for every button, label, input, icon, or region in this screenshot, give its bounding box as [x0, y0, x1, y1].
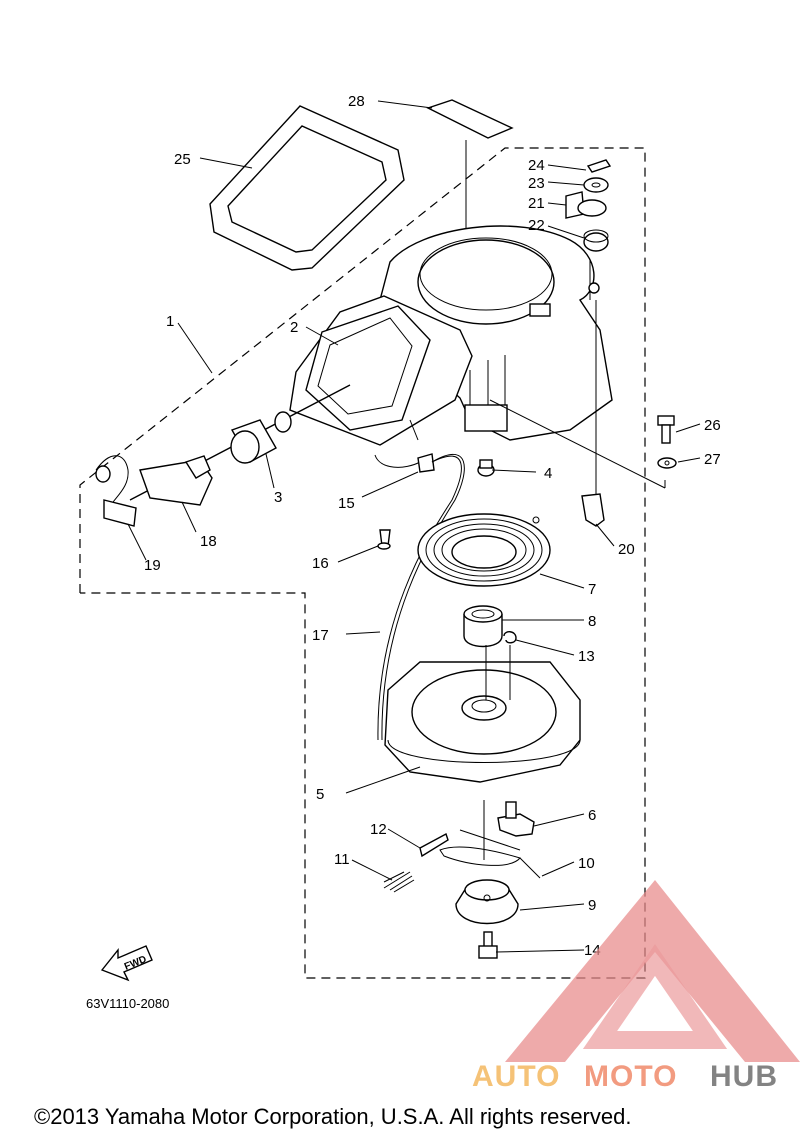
part-label-15: 15: [338, 495, 355, 512]
part-20-bracket: [489, 300, 666, 527]
part-label-25: 25: [174, 151, 191, 168]
part-label-28: 28: [348, 93, 365, 110]
part-label-13: 13: [578, 648, 595, 665]
leader-lines: [127, 100, 701, 953]
part-25-seal: [209, 105, 405, 271]
part-label-1: 1: [166, 313, 174, 330]
part-8-bushing: [463, 605, 517, 648]
parts-9-14: [455, 879, 519, 959]
part-label-18: 18: [200, 533, 217, 550]
watermark-auto: AUTO: [472, 1060, 560, 1093]
part-label-16: 16: [312, 555, 329, 572]
part-label-9: 9: [588, 897, 596, 914]
part-label-20: 20: [618, 541, 635, 558]
part-labels: 28 25 24 23 21 22 1 2 26 27 4 3 15 18 20…: [144, 93, 721, 959]
part-label-5: 5: [316, 786, 324, 803]
part-label-19: 19: [144, 557, 161, 574]
part-7-spring: [417, 513, 551, 587]
assembly-boundary: [79, 147, 646, 979]
watermark-logo: AUTO MOTO HUB: [472, 880, 800, 1093]
part-4-grommet: [477, 459, 495, 477]
part-label-17: 17: [312, 627, 329, 644]
part-label-26: 26: [704, 417, 721, 434]
watermark-hub: HUB: [710, 1060, 778, 1093]
part-label-21: 21: [528, 195, 545, 212]
part-label-23: 23: [528, 175, 545, 192]
drawing-code: 63V1110-2080: [86, 996, 169, 1011]
starter-housing: [289, 225, 613, 446]
part-label-11: 11: [334, 851, 350, 868]
part-label-22: 22: [528, 217, 545, 234]
part-label-3: 3: [274, 489, 282, 506]
part-label-6: 6: [588, 807, 596, 824]
part-label-12: 12: [370, 821, 387, 838]
copyright-notice: ©2013 Yamaha Motor Corporation, U.S.A. A…: [34, 1104, 631, 1129]
part-label-2: 2: [290, 319, 298, 336]
part-label-27: 27: [704, 451, 721, 468]
part-label-7: 7: [588, 581, 596, 598]
part-label-4: 4: [544, 465, 552, 482]
parts-26-27: [657, 415, 677, 469]
parts-21-24: [565, 159, 612, 252]
part-5-reel: [384, 645, 581, 783]
parts-6-10-11-12: [383, 800, 541, 893]
handle-assembly: [95, 384, 351, 527]
part-label-8: 8: [588, 613, 596, 630]
part-label-24: 24: [528, 157, 545, 174]
part-label-10: 10: [578, 855, 595, 872]
watermark-moto: MOTO: [584, 1060, 677, 1093]
fwd-arrow-icon: FWD: [100, 945, 153, 982]
